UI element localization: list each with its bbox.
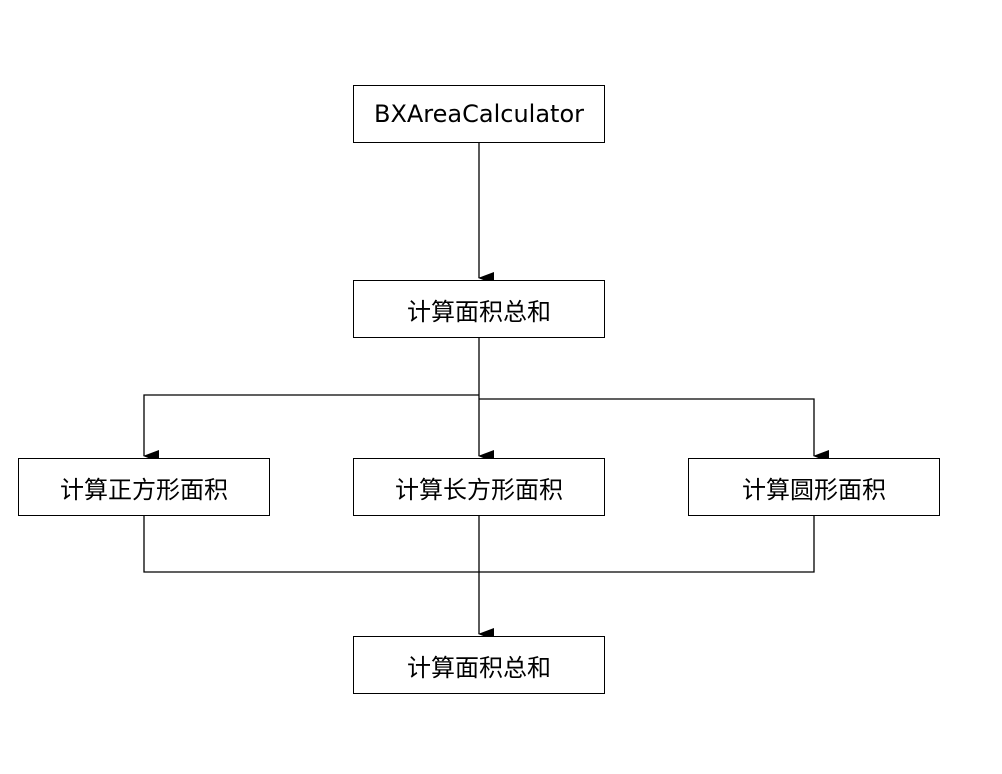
node-square-label: 计算正方形面积 bbox=[60, 475, 228, 504]
edge-sum-top-to-circle bbox=[479, 398, 829, 462]
node-rectangle-label: 计算长方形面积 bbox=[395, 475, 563, 504]
edge-circle-to-sum-bottom bbox=[479, 516, 815, 573]
node-sum-top-label: 计算面积总和 bbox=[407, 297, 551, 326]
node-sum-top: 计算面积总和 bbox=[353, 280, 605, 338]
node-sum-bottom: 计算面积总和 bbox=[353, 636, 605, 694]
node-circle: 计算圆形面积 bbox=[688, 458, 940, 516]
node-root: BXAreaCalculator bbox=[353, 85, 605, 143]
edge-square-to-sum-bottom bbox=[143, 516, 479, 573]
node-circle-label: 计算圆形面积 bbox=[742, 475, 886, 504]
node-root-label: BXAreaCalculator bbox=[373, 100, 584, 128]
edge-sum-top-to-square bbox=[143, 394, 479, 462]
node-square: 计算正方形面积 bbox=[18, 458, 270, 516]
node-rectangle: 计算长方形面积 bbox=[353, 458, 605, 516]
node-sum-bottom-label: 计算面积总和 bbox=[407, 653, 551, 682]
